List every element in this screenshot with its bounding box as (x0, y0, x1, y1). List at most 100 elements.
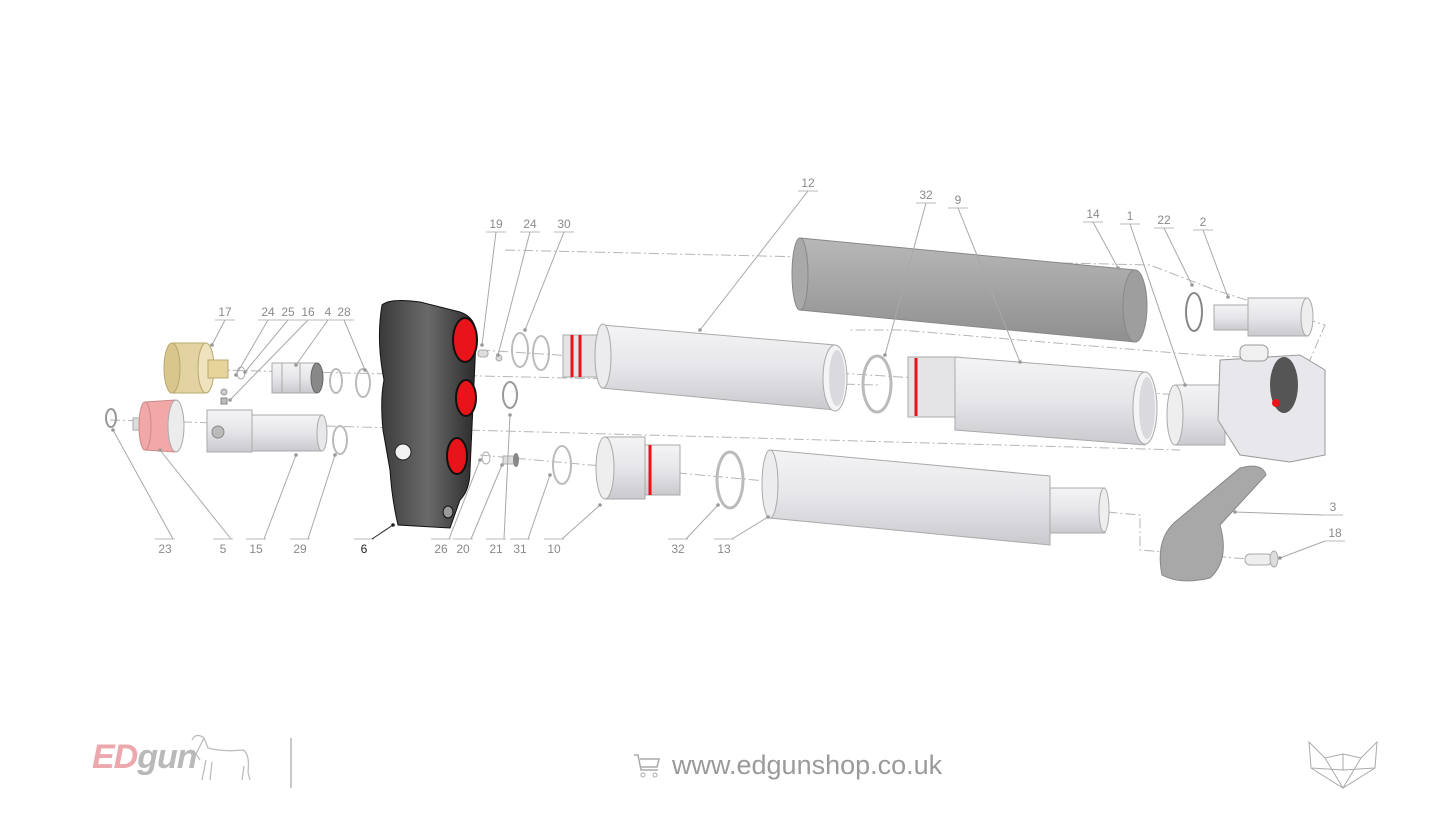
callout-number: 32 (919, 188, 933, 202)
shopping-cart-icon (634, 753, 660, 777)
shop-url[interactable]: www.edgunshop.co.uk (672, 750, 943, 780)
part-2-bolt-probe (1213, 297, 1314, 337)
leader-arrow (496, 353, 500, 357)
callout-12: 12 (698, 176, 818, 332)
leader-line (229, 319, 309, 401)
leader-line (685, 504, 719, 540)
callout-15: 15 (246, 453, 298, 556)
callout-number: 23 (158, 542, 172, 556)
leader-line (503, 414, 511, 540)
callout-18: 18 (1278, 526, 1345, 560)
part-1-adapter (1166, 384, 1226, 446)
callout-number: 14 (1086, 207, 1100, 221)
leader-line (1279, 540, 1326, 559)
part-9-chamber (907, 356, 1158, 446)
callout-number: 26 (434, 542, 448, 556)
callout-23: 23 (111, 428, 175, 556)
callout-19: 19 (480, 217, 506, 347)
callout-22: 22 (1154, 213, 1194, 287)
callout-number: 4 (325, 305, 332, 319)
callout-2: 2 (1193, 215, 1230, 299)
leader-arrow (158, 448, 162, 452)
callout-16: 16 (228, 305, 318, 402)
callout-number: 24 (523, 217, 537, 231)
leader-line (235, 319, 269, 376)
o-ring (532, 335, 550, 371)
callout-number: 19 (489, 217, 503, 231)
leader-arrow (333, 453, 337, 457)
leader-line (448, 459, 481, 540)
callout-number: 6 (361, 542, 368, 556)
leader-arrow (1018, 360, 1022, 364)
leader-arrow (111, 428, 115, 432)
leader-arrow (234, 373, 238, 377)
part-16-grub-screw (220, 397, 228, 405)
leader-arrow (598, 503, 602, 507)
leader-arrow (1183, 383, 1187, 387)
callout-5: 5 (158, 448, 233, 556)
leader-arrow (766, 515, 770, 519)
part-17-brass-fitting (163, 342, 229, 394)
leader-arrow (1278, 556, 1282, 560)
callout-number: 12 (801, 176, 815, 190)
part-4-valve (271, 362, 324, 394)
callout-number: 15 (249, 542, 263, 556)
part-20-screw (502, 453, 519, 467)
leader-line (371, 524, 394, 540)
leader-arrow (500, 463, 504, 467)
leader-arrow (508, 413, 512, 417)
callout-number: 18 (1328, 526, 1342, 540)
callout-number: 13 (717, 542, 731, 556)
edgun-logo: EDgun (92, 738, 198, 777)
leader-line (263, 454, 297, 540)
leader-arrow (243, 370, 247, 374)
leader-arrow (1190, 283, 1194, 287)
part-29-o-ring (332, 425, 348, 455)
shop-link[interactable]: www.edgunshop.co.uk (632, 750, 942, 781)
callout-number: 30 (557, 217, 571, 231)
leader-line (481, 231, 497, 346)
callout-number: 20 (456, 542, 470, 556)
callout-26: 26 (431, 458, 482, 556)
callout-32: 32 (883, 188, 936, 357)
part-30-o-ring (511, 332, 529, 368)
logo-gun-text: gun (137, 738, 197, 776)
callout-21: 21 (486, 413, 512, 556)
leader-line (527, 474, 551, 540)
o-ring (329, 368, 343, 394)
callout-20: 20 (453, 463, 504, 556)
part-3-cocking-lever (1159, 465, 1267, 582)
callout-number: 29 (293, 542, 307, 556)
callout-number: 3 (1330, 500, 1337, 514)
footer-divider (290, 738, 292, 788)
part-12-cylinder (562, 323, 848, 412)
leader-line (244, 319, 289, 373)
logo-ed-text: ED (92, 738, 138, 776)
leader-line (957, 207, 1021, 363)
part-25-ball (220, 388, 228, 396)
callout-28: 28 (334, 305, 367, 372)
leader-arrow (294, 453, 298, 457)
leader-arrow (698, 328, 702, 332)
callout-14: 14 (1083, 207, 1120, 270)
leader-line (1092, 221, 1119, 269)
leader-line (1129, 223, 1186, 386)
callout-number: 9 (955, 193, 962, 207)
leader-arrow (391, 523, 395, 527)
leader-arrow (523, 328, 527, 332)
leader-line (731, 516, 769, 540)
leader-line (159, 449, 232, 540)
leader-line (524, 231, 565, 331)
callout-number: 1 (1127, 209, 1134, 223)
callout-number: 16 (301, 305, 315, 319)
leader-line (307, 454, 336, 540)
leader-line (1163, 227, 1193, 286)
part-14-shroud (791, 237, 1148, 343)
callout-number: 5 (220, 542, 227, 556)
callout-number: 17 (218, 305, 232, 319)
part-21-circlip (502, 381, 518, 409)
part-28-o-ring (355, 368, 371, 398)
leader-line (343, 319, 366, 371)
leader-arrow (883, 353, 887, 357)
